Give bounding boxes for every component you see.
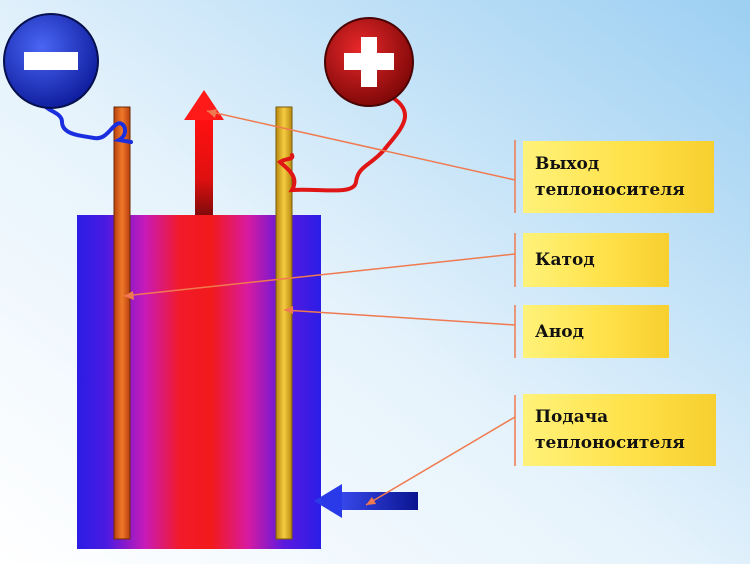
cathode-pointer [123, 253, 516, 297]
positive-terminal [324, 17, 414, 107]
minus-sign-icon [24, 52, 78, 70]
outlet-pointer [206, 110, 516, 181]
negative-wire [38, 93, 133, 144]
cathode-label: Катод [523, 233, 669, 287]
inlet-arrow-icon [314, 484, 418, 518]
inlet-label: Подача теплоносителя [523, 394, 716, 466]
plus-sign-icon [344, 37, 394, 87]
pointer-arrowheads [124, 109, 376, 505]
inlet-pointer [365, 416, 516, 506]
pointer-lines [123, 110, 516, 506]
positive-wire [276, 93, 408, 193]
anode-pointer [283, 309, 516, 326]
cathode-rod [113, 106, 131, 540]
anode-rod [275, 106, 293, 540]
outlet-label: Выход теплоносителя [523, 141, 714, 213]
negative-terminal [3, 13, 99, 109]
anode-label: Анод [523, 305, 669, 358]
